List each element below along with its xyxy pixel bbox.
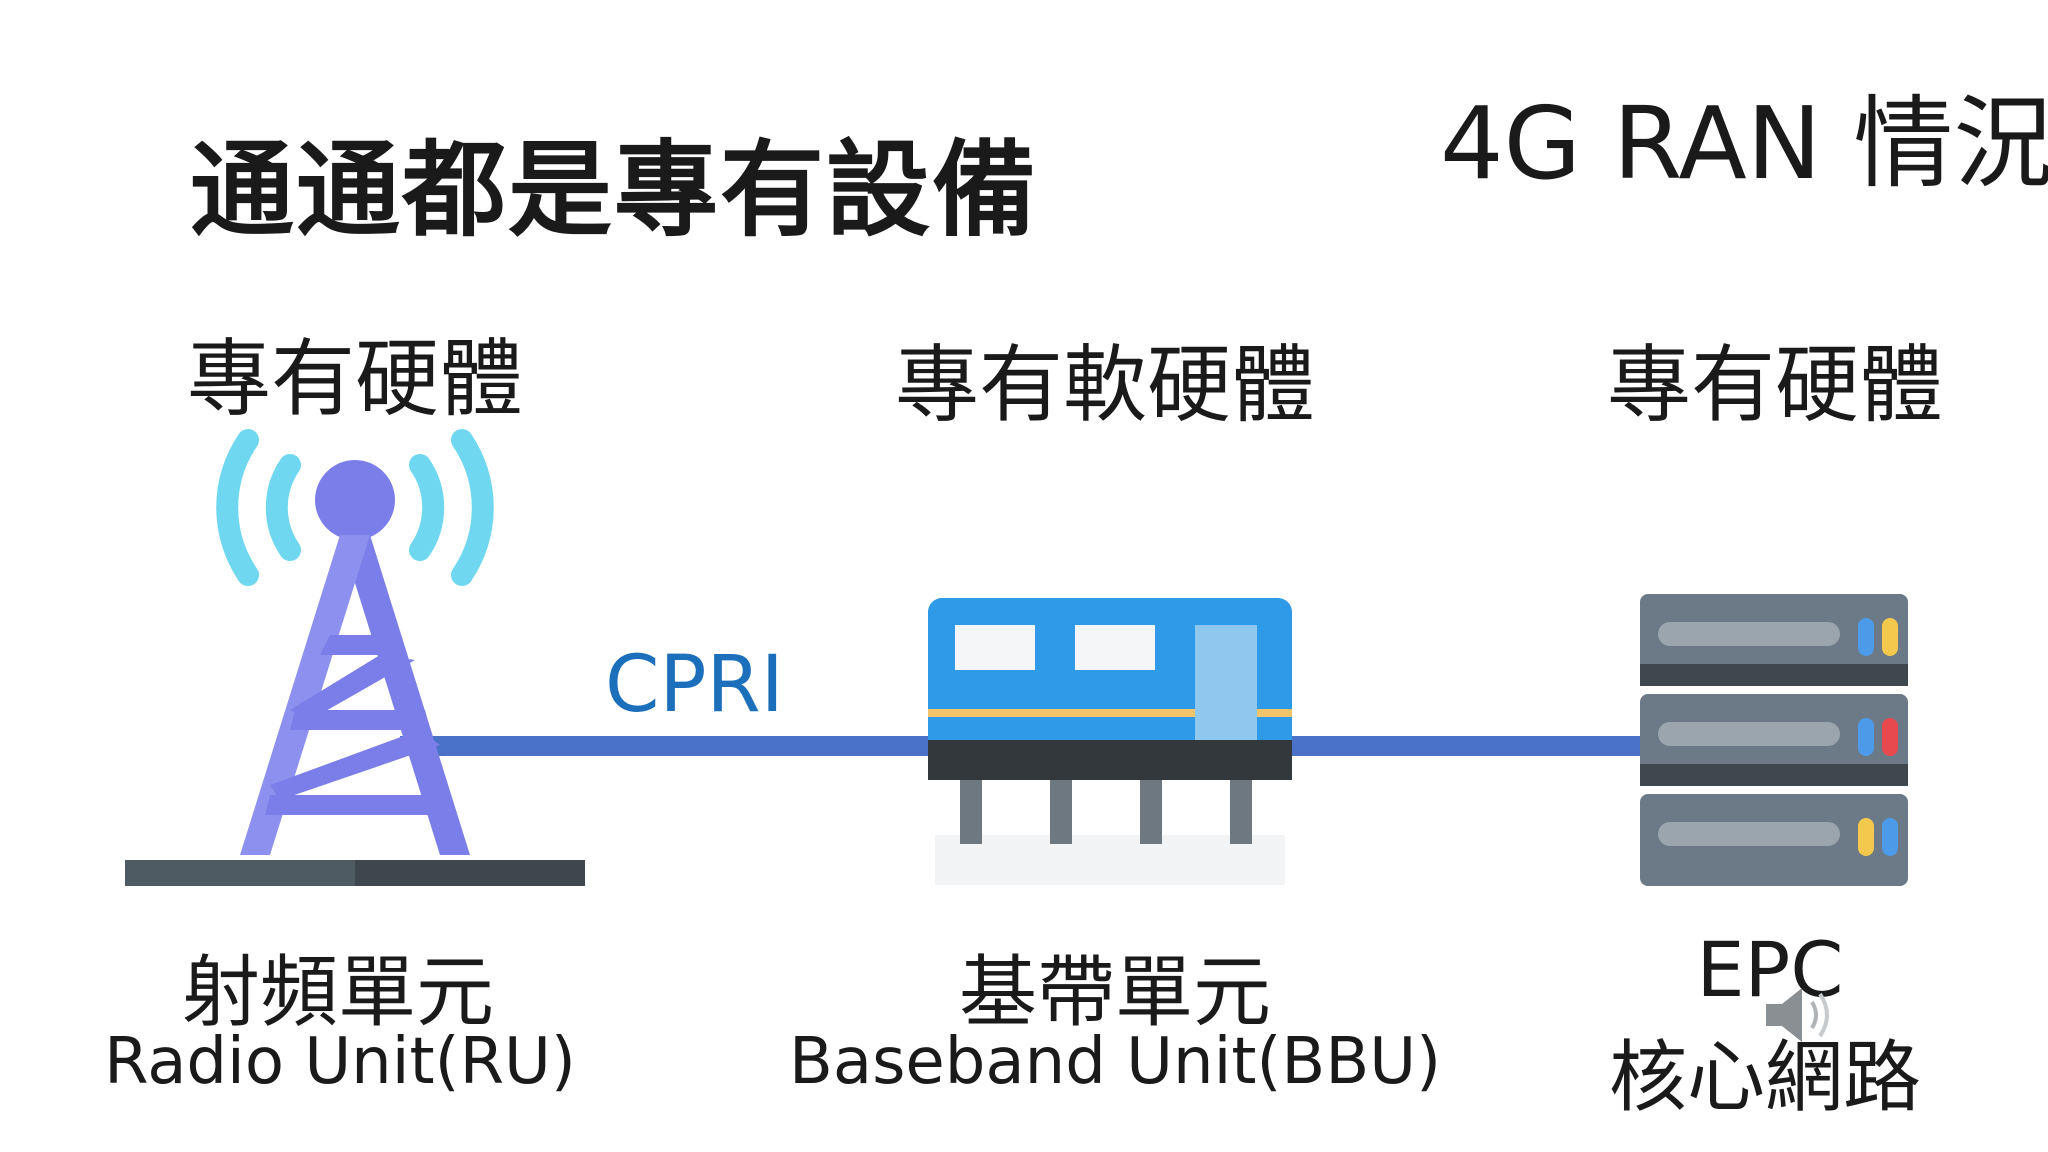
label-epc-zh: 核心網路 [1608,1033,1922,1123]
label-epc-en: EPC [1696,925,1844,1014]
header-epc: 專有硬體 [1606,336,1944,434]
label-bbu-en: Baseband Unit(BBU) [788,1025,1442,1099]
speaker-icon[interactable] [1760,980,1850,1050]
corner-title: 4G RAN 情況 [1440,85,2048,202]
label-bbu-zh: 基帶單元 [958,948,1272,1038]
header-ru: 專有硬體 [186,330,524,428]
radio-tower-icon [125,429,585,886]
page-title: 通通都是專有設備 [190,129,1039,251]
label-ru-zh: 射頻單元 [181,948,495,1038]
cpri-label: CPRI [605,640,784,730]
header-bbu: 專有軟硬體 [894,336,1316,434]
server-rack-icon [1640,594,1908,886]
label-ru-en: Radio Unit(RU) [104,1025,576,1099]
baseband-unit-icon [928,598,1292,885]
